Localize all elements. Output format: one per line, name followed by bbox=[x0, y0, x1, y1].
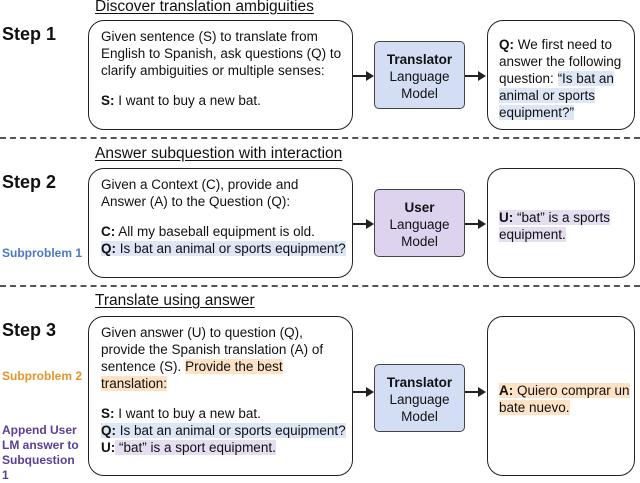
step3-prompt-box: Given answer (U) to question (Q), provid… bbox=[88, 316, 353, 476]
step2-arrow-in bbox=[353, 223, 367, 225]
step3-question: Q: Is bat an animal or sports equipment? bbox=[101, 423, 346, 438]
step1-prompt-box: Given sentence (S) to translate from Eng… bbox=[88, 20, 353, 130]
step2-side-label: Subproblem 1 bbox=[2, 246, 83, 260]
step2-heading: Answer subquestion with interaction bbox=[95, 145, 343, 162]
step3-label: Step 3 bbox=[2, 320, 57, 340]
step2-user-model: User Language Model bbox=[374, 189, 465, 257]
step3-translator-model: Translator Language Model bbox=[374, 364, 465, 432]
step2-question: Q: Is bat an animal or sports equipment? bbox=[101, 241, 346, 256]
step1-output-text: Q: We first need to answer the following… bbox=[499, 37, 622, 120]
step1-heading: Discover translation ambiguities bbox=[95, 0, 314, 15]
step1-arrow-out-head bbox=[478, 71, 486, 81]
step2-output-text: U: “bat” is a sports equipment. bbox=[499, 210, 611, 242]
step1-label: Step 1 bbox=[2, 24, 57, 44]
step2-output-box: U: “bat” is a sports equipment. bbox=[487, 168, 635, 278]
step1-prompt-text: Given sentence (S) to translate from Eng… bbox=[101, 29, 342, 78]
step2-arrow-out bbox=[465, 223, 479, 225]
step1-arrow-in-head bbox=[366, 71, 374, 81]
step3-output-box: A: Quiero comprar un bate nuevo. bbox=[487, 316, 635, 476]
step1-output-box: Q: We first need to answer the following… bbox=[487, 20, 635, 130]
step1-arrow-out bbox=[465, 75, 479, 77]
step1-sentence: S: I want to buy a new bat. bbox=[101, 93, 261, 108]
step3-prompt-text: Given answer (U) to question (Q), provid… bbox=[101, 325, 324, 391]
step3-answer: U: “bat” is a sport equipment. bbox=[101, 440, 276, 455]
step3-arrow-out bbox=[465, 391, 479, 393]
step3-arrow-in bbox=[353, 391, 367, 393]
step3-arrow-in-head bbox=[366, 387, 374, 397]
step2-arrow-in-head bbox=[366, 219, 374, 229]
step3-arrow-out-head bbox=[478, 387, 486, 397]
step1-arrow-in bbox=[353, 75, 367, 77]
step2-prompt-text: Given a Context (C), provide and Answer … bbox=[101, 177, 299, 209]
step2-prompt-box: Given a Context (C), provide and Answer … bbox=[88, 168, 353, 278]
step3-side-label-append: Append User LM answer to Subquestion 1 bbox=[2, 423, 79, 482]
step2-label: Step 2 bbox=[2, 172, 57, 192]
divider-1 bbox=[0, 137, 640, 139]
step2-context: C: All my baseball equipment is old. bbox=[101, 224, 315, 239]
step3-output-text: A: Quiero comprar un bate nuevo. bbox=[499, 383, 630, 415]
step3-side-label-subproblem2: Subproblem 2 bbox=[2, 369, 83, 383]
step3-sentence: S: I want to buy a new bat. bbox=[101, 406, 261, 421]
divider-2 bbox=[0, 285, 640, 287]
step2-arrow-out-head bbox=[478, 219, 486, 229]
step3-heading: Translate using answer bbox=[95, 292, 255, 309]
step1-translator-model: Translator Language Model bbox=[374, 41, 465, 109]
